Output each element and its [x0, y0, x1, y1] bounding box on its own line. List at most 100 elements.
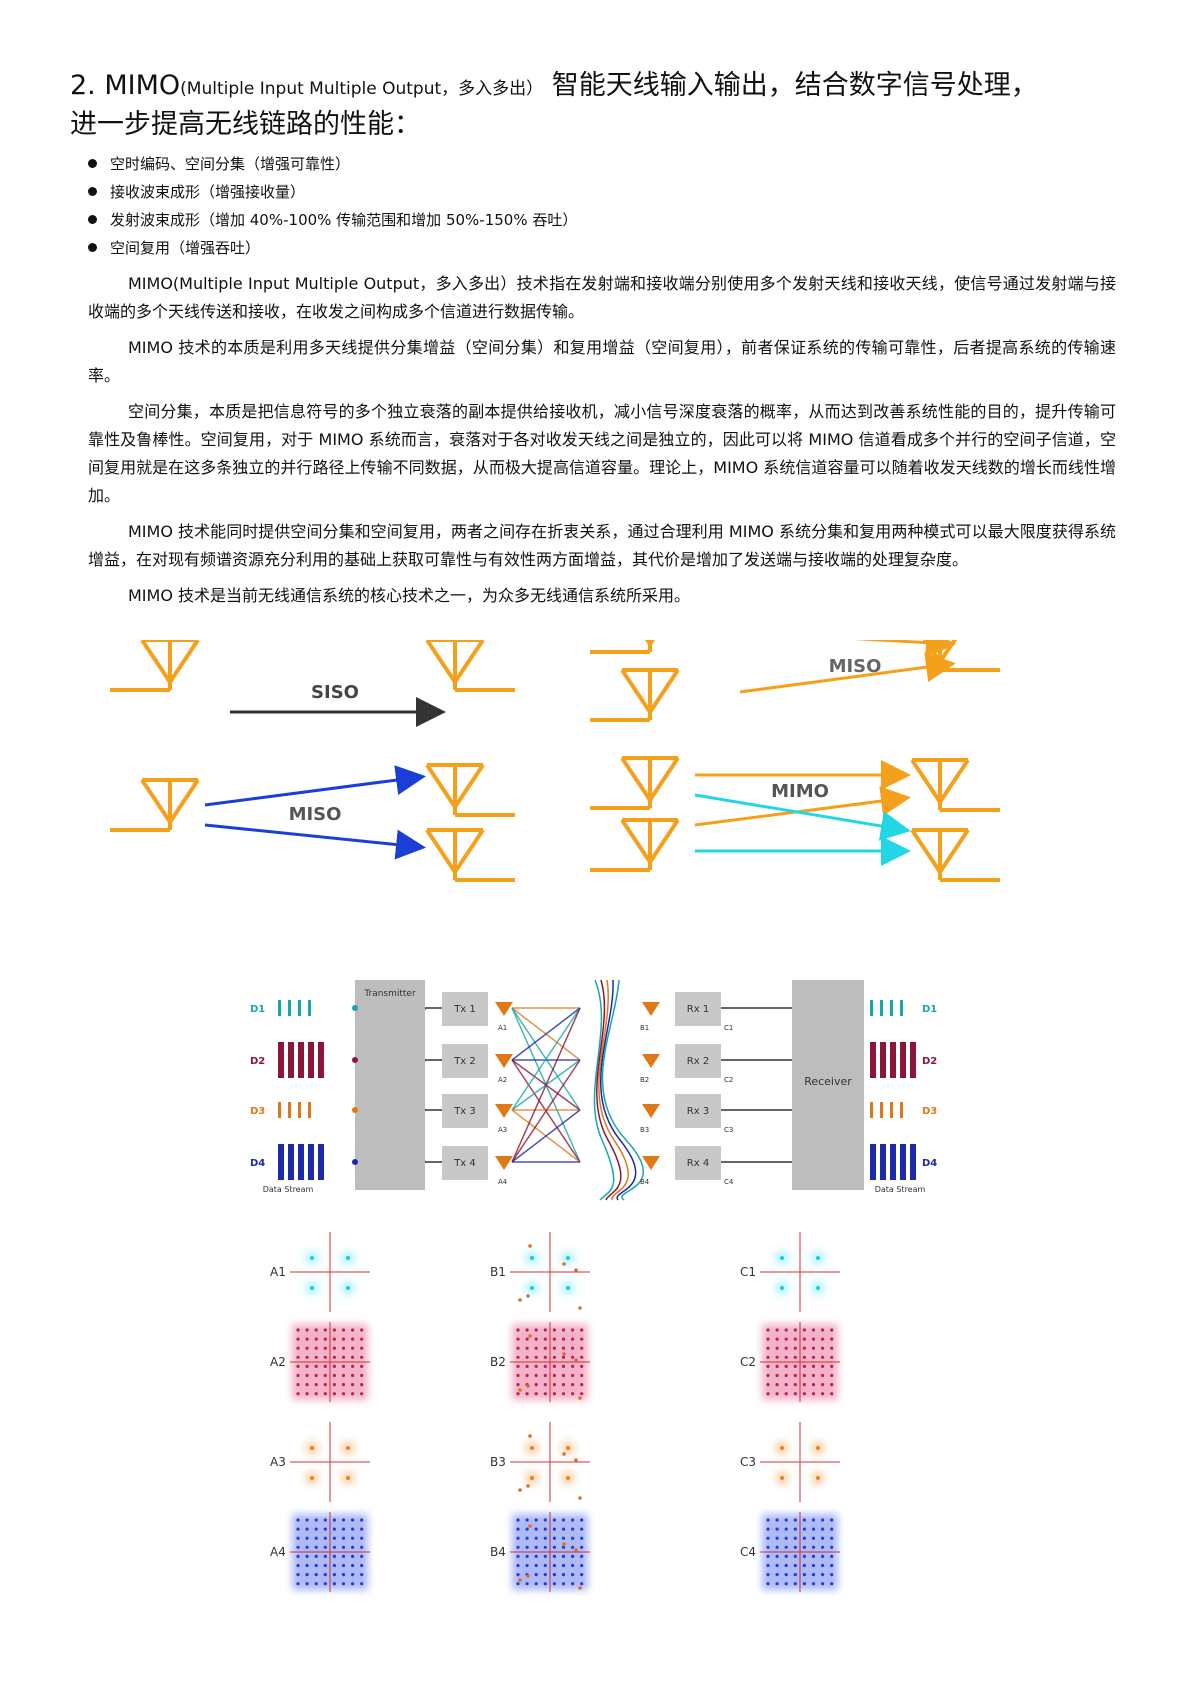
constellation-point — [552, 1536, 556, 1540]
tx-label: Tx 2 — [453, 1056, 476, 1067]
constellation-point — [830, 1364, 834, 1368]
constellation-point — [351, 1364, 355, 1368]
constellation-point — [566, 1286, 570, 1290]
constellation-point — [534, 1563, 538, 1568]
tx-antenna-icon — [495, 1002, 513, 1016]
constellation-point — [561, 1582, 566, 1586]
constellation-point — [314, 1337, 318, 1341]
constellation-point — [516, 1536, 520, 1540]
constellation-point — [780, 1476, 784, 1480]
blue-arrow-top — [204, 765, 426, 807]
constellation-point — [802, 1373, 807, 1378]
constellation-point — [543, 1582, 547, 1586]
constellation-point — [525, 1392, 529, 1396]
a-label: A3 — [498, 1126, 507, 1134]
receiver-block — [792, 980, 864, 1190]
a-label: A1 — [498, 1024, 507, 1032]
constellation-point — [351, 1582, 355, 1586]
constellation-point — [552, 1328, 556, 1332]
constellation-point — [830, 1355, 834, 1359]
data-bar — [288, 1000, 291, 1016]
constellation-point — [784, 1518, 788, 1522]
constellation-point — [332, 1573, 336, 1577]
constellation-point — [552, 1383, 556, 1387]
constellation-point — [543, 1328, 547, 1332]
constellation-point — [793, 1554, 797, 1558]
constellation-point — [341, 1536, 346, 1540]
constellation-point — [830, 1527, 834, 1531]
constellation-point — [775, 1364, 779, 1368]
constellation-point — [296, 1518, 300, 1522]
constellation-point — [811, 1383, 816, 1387]
constellation-point — [580, 1545, 584, 1549]
constellation-point — [821, 1582, 825, 1586]
constellation-point — [310, 1286, 314, 1290]
constellation-point — [571, 1536, 575, 1540]
constellation-point — [360, 1364, 364, 1368]
constellation-point — [580, 1383, 584, 1387]
constellation-point — [766, 1328, 770, 1332]
constellation-point — [811, 1355, 816, 1359]
constellation-point — [296, 1573, 300, 1577]
constellation-point — [811, 1563, 816, 1568]
constellation-point — [793, 1573, 797, 1577]
constellation-point — [516, 1563, 520, 1568]
antenna-icon — [590, 756, 680, 810]
constellation-point — [784, 1337, 788, 1341]
constellation-point — [830, 1582, 834, 1586]
data-bar — [288, 1102, 291, 1118]
constellation-point — [310, 1476, 314, 1480]
constellation-point — [821, 1554, 825, 1558]
constellation-point — [552, 1554, 556, 1558]
constellation-point — [314, 1563, 318, 1568]
constellation-point — [323, 1554, 327, 1558]
constellation-point — [305, 1383, 309, 1387]
rx-box — [675, 1094, 721, 1128]
constellation-point — [793, 1355, 797, 1359]
constellation-point — [793, 1337, 797, 1341]
data-bar — [298, 1042, 304, 1078]
constellation-point — [305, 1364, 309, 1368]
constellation-point — [314, 1373, 318, 1378]
constellation-point — [314, 1582, 318, 1586]
constellation-point — [341, 1328, 346, 1332]
constellation-point — [314, 1355, 318, 1359]
constellation-point — [305, 1545, 309, 1549]
constellation-point — [351, 1573, 355, 1577]
constellation-point — [323, 1563, 327, 1568]
mimo-arrow-3 — [694, 793, 911, 841]
constellation-point — [341, 1563, 346, 1568]
data-bar — [880, 1000, 883, 1016]
constellation-point — [580, 1392, 584, 1396]
tx-label: Tx 4 — [453, 1158, 476, 1169]
constellation-point — [580, 1373, 584, 1378]
constellation-point — [811, 1346, 816, 1350]
constellation-point — [784, 1554, 788, 1558]
constellation-point — [323, 1346, 327, 1350]
constellation-point — [566, 1256, 570, 1260]
constellation-point — [566, 1446, 570, 1450]
constellation-point — [305, 1518, 309, 1522]
constellation-point — [296, 1527, 300, 1531]
constellation-point — [323, 1392, 327, 1396]
b-label: B2 — [640, 1076, 649, 1084]
constellation-point — [360, 1518, 364, 1522]
constellation-point — [830, 1337, 834, 1341]
constellation-point — [351, 1383, 355, 1387]
constellation-point — [580, 1554, 584, 1558]
constellation-point — [351, 1337, 355, 1341]
constellation-point — [561, 1373, 566, 1378]
constellation-point — [360, 1582, 364, 1586]
constellation-label: A1 — [270, 1265, 286, 1279]
data-bar — [890, 1000, 893, 1016]
constellation-point — [543, 1337, 547, 1341]
constellation-point — [775, 1545, 779, 1549]
constellation-point — [360, 1355, 364, 1359]
constellation-point — [561, 1346, 566, 1350]
constellation-point — [793, 1328, 797, 1332]
constellation-point — [351, 1554, 355, 1558]
constellation-point — [534, 1582, 538, 1586]
data-bar — [318, 1042, 324, 1078]
constellation-point — [305, 1554, 309, 1558]
